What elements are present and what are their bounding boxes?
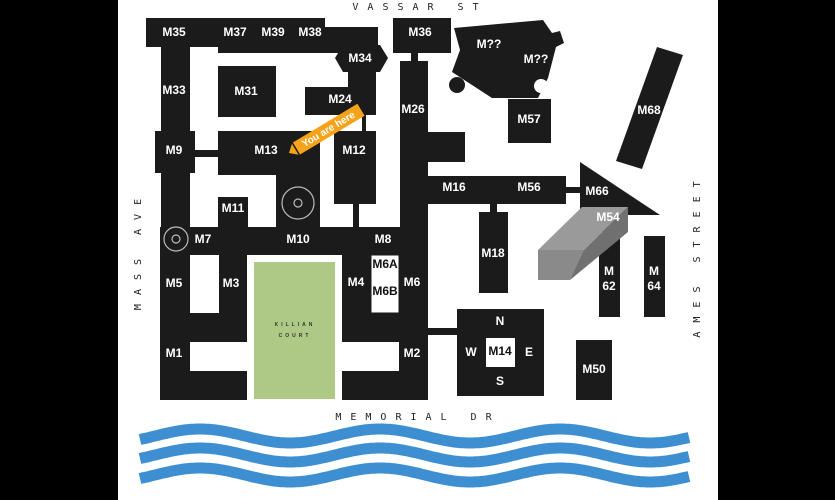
- building-m68[interactable]: [616, 47, 683, 169]
- prism-front: [538, 250, 584, 280]
- connector: [411, 50, 418, 64]
- label-m7: M7: [195, 232, 212, 246]
- building-m12[interactable]: [334, 131, 376, 204]
- label-m6b: M6B: [372, 284, 398, 298]
- street-vassar: VASSAR ST: [352, 2, 487, 13]
- court-label-1: KILLIAN: [275, 322, 316, 328]
- label-m64-line1: M: [649, 264, 659, 278]
- courtyard: [190, 342, 247, 371]
- building-m9[interactable]: [155, 131, 195, 173]
- connector: [566, 187, 582, 193]
- label-m-unknown-2: M??: [524, 52, 549, 66]
- connector: [428, 328, 458, 335]
- label-south: S: [496, 374, 504, 388]
- label-m54: M54: [596, 210, 620, 224]
- label-m10: M10: [286, 232, 310, 246]
- label-west: W: [465, 345, 477, 359]
- label-m8: M8: [375, 232, 392, 246]
- street-memorial-dr: MEMORIAL DR: [335, 412, 500, 423]
- building-m24[interactable]: [305, 87, 376, 115]
- label-m5: M5: [166, 276, 183, 290]
- label-m39: M39: [261, 25, 285, 39]
- building-m31[interactable]: [218, 66, 276, 117]
- connector: [353, 200, 359, 230]
- label-m62-line2: 62: [602, 279, 616, 293]
- label-m-unknown-1: M??: [477, 37, 502, 51]
- court-label-2: COURT: [279, 333, 312, 339]
- street-mass-ave: MASS AVE: [133, 190, 144, 310]
- label-m2: M2: [404, 346, 421, 360]
- building-m26-wing: [428, 132, 465, 162]
- label-m16: M16: [442, 180, 466, 194]
- building-m66[interactable]: [580, 162, 660, 215]
- building-m-unknown-round: [449, 77, 465, 93]
- label-m18: M18: [481, 246, 505, 260]
- label-m37: M37: [223, 25, 247, 39]
- label-m68: M68: [637, 103, 661, 117]
- label-m6: M6: [404, 275, 421, 289]
- building-m18[interactable]: [479, 212, 508, 293]
- label-m62-line1: M: [604, 264, 614, 278]
- location-arrow-icon: [289, 103, 365, 155]
- building-m-unknown[interactable]: [452, 20, 564, 98]
- label-m12: M12: [342, 143, 366, 157]
- bite: [534, 79, 548, 93]
- label-m50: M50: [582, 362, 606, 376]
- courtyard: [190, 255, 219, 313]
- building-m16-m56[interactable]: [400, 176, 566, 204]
- building-labels: M35 M37 M39 M38 M36 M?? M?? M34 M33 M31 …: [162, 25, 661, 388]
- building-m36[interactable]: [393, 18, 451, 53]
- connector: [490, 200, 497, 214]
- building-m64[interactable]: [644, 236, 665, 317]
- label-east: E: [525, 345, 533, 359]
- connector: [195, 150, 218, 157]
- label-m26: M26: [401, 102, 425, 116]
- label-m34: M34: [348, 51, 372, 65]
- label-m38: M38: [298, 25, 322, 39]
- building-m34[interactable]: [335, 45, 388, 72]
- label-m36: M36: [408, 25, 432, 39]
- charles-river-waves: [138, 423, 691, 488]
- label-m6a: M6A: [372, 257, 398, 271]
- wave-line: [138, 423, 691, 449]
- label-m64-line2: 64: [647, 279, 661, 293]
- wave-line: [138, 462, 691, 488]
- label-m35: M35: [162, 25, 186, 39]
- connector: [362, 112, 366, 134]
- label-m14: M14: [488, 344, 512, 358]
- building-m50[interactable]: [576, 340, 612, 400]
- label-m3: M3: [223, 276, 240, 290]
- building-m6ab[interactable]: [370, 254, 400, 314]
- label-m66: M66: [585, 184, 609, 198]
- label-m31: M31: [234, 84, 258, 98]
- killian-court[interactable]: [254, 262, 335, 399]
- label-m24: M24: [328, 92, 352, 106]
- label-m4: M4: [348, 275, 365, 289]
- street-ames: AMES STREET: [692, 172, 703, 337]
- prism-top: [538, 207, 628, 250]
- label-north: N: [496, 314, 505, 328]
- building-m11[interactable]: [218, 197, 248, 227]
- label-m13: M13: [254, 143, 278, 157]
- label-m57: M57: [517, 112, 541, 126]
- label-m11: M11: [222, 201, 245, 215]
- rotunda-icon: [281, 186, 315, 220]
- wave-line: [138, 442, 691, 468]
- m14-courtyard: [486, 338, 515, 367]
- courtyard: [342, 342, 399, 371]
- buildings: [146, 18, 683, 400]
- label-m56: M56: [517, 180, 541, 194]
- building-m57[interactable]: [508, 99, 551, 143]
- label-m9: M9: [166, 143, 183, 157]
- label-m33: M33: [162, 83, 186, 97]
- label-m1: M1: [166, 346, 183, 360]
- building-m26[interactable]: [400, 61, 428, 236]
- building-m62[interactable]: [599, 235, 620, 317]
- rotunda-icon: [163, 226, 189, 252]
